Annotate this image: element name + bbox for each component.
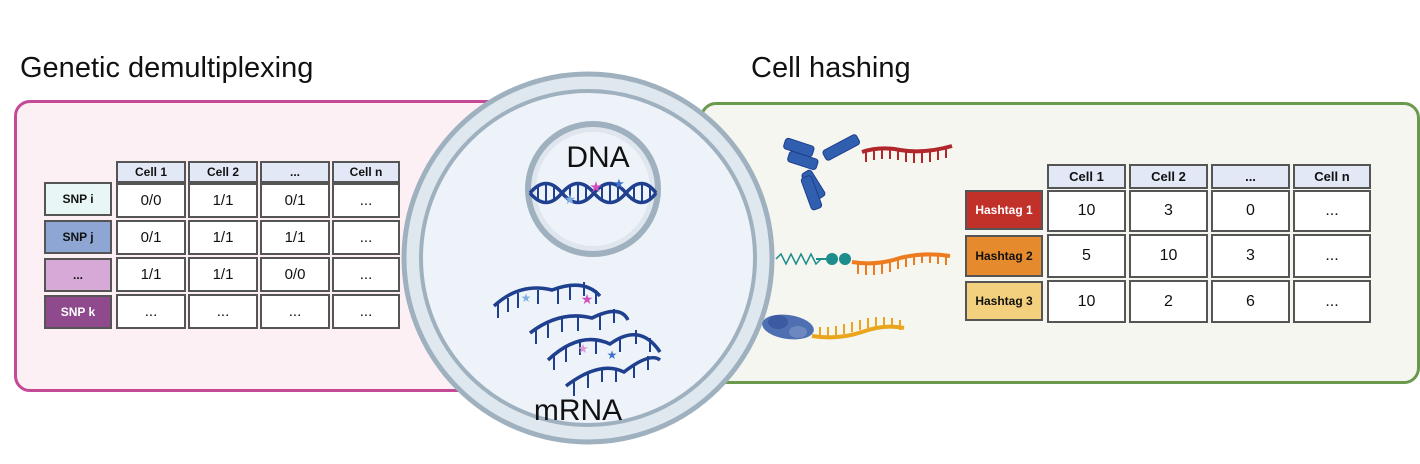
snp-star-icon: ★ xyxy=(521,291,532,305)
dna-label: DNA xyxy=(566,141,629,174)
snp-table-cell: 1/1 xyxy=(188,257,258,292)
snp-table-header-cell: Cell n xyxy=(332,161,400,183)
hashtag-table-cell: 3 xyxy=(1211,234,1290,278)
mrna-strands-icon xyxy=(492,283,662,388)
hashtag-table-cell: ... xyxy=(1293,190,1371,232)
snp-star-icon: ★ xyxy=(581,291,594,307)
snp-star-icon: ★ xyxy=(577,341,589,356)
mrna-label: mRNA xyxy=(534,394,622,427)
snp-row-label: SNP k xyxy=(44,295,112,329)
snp-table-cell: ... xyxy=(332,294,400,329)
lipid-anchor-icon xyxy=(775,252,851,266)
snp-row-label: SNP i xyxy=(44,182,112,216)
hashtag-row-label: Hashtag 2 xyxy=(965,235,1043,277)
nucleus-interior xyxy=(536,132,650,246)
hashtag-row-label: Hashtag 3 xyxy=(965,281,1043,321)
snp-table-cell: 1/1 xyxy=(116,257,186,292)
hashtag-table-cell: 10 xyxy=(1047,280,1126,323)
snp-table-header-cell: Cell 2 xyxy=(188,161,258,183)
hashtag-table-header-cell: Cell 1 xyxy=(1047,164,1126,189)
hashtag-table-cell: 0 xyxy=(1211,190,1290,232)
cell-inner-membrane xyxy=(419,89,757,427)
snp-star-icon: ★ xyxy=(564,191,577,207)
snp-row-label: ... xyxy=(44,258,112,292)
snp-table-header-cell: Cell 1 xyxy=(116,161,186,183)
snp-table-cell: ... xyxy=(188,294,258,329)
snp-star-icon: ★ xyxy=(589,179,602,196)
hashtag-table-cell: 2 xyxy=(1129,280,1208,323)
hashtag-oligo-gold-icon xyxy=(811,317,905,340)
snp-table-cell: 1/1 xyxy=(188,183,258,218)
hashtag-row-label: Hashtag 1 xyxy=(965,190,1043,230)
snp-row-label: SNP j xyxy=(44,220,112,254)
snp-table-cell: 0/0 xyxy=(116,183,186,218)
antibody-icon xyxy=(783,134,861,211)
snp-table-cell: 1/1 xyxy=(260,220,330,255)
snp-star-icon: ★ xyxy=(607,348,618,362)
membrane-protein-icon xyxy=(762,314,814,340)
snp-table-cell: 0/1 xyxy=(260,183,330,218)
snp-table-cell: ... xyxy=(332,220,400,255)
snp-table-cell: 1/1 xyxy=(188,220,258,255)
snp-table-header-cell: ... xyxy=(260,161,330,183)
hashtag-table-cell: ... xyxy=(1293,234,1371,278)
hashtag-table-header-cell: Cell 2 xyxy=(1129,164,1208,189)
hashtag-table-cell: ... xyxy=(1293,280,1371,323)
snp-table-cell: ... xyxy=(332,183,400,218)
snp-table-cell: 0/0 xyxy=(260,257,330,292)
hashtag-table-cell: 5 xyxy=(1047,234,1126,278)
snp-table-cell: ... xyxy=(332,257,400,292)
hashtag-table-cell: 10 xyxy=(1129,234,1208,278)
snp-table-cell: ... xyxy=(116,294,186,329)
dna-helix-icon xyxy=(528,181,658,205)
hashtag-table-header-cell: ... xyxy=(1211,164,1290,189)
cell-hashing-title: Cell hashing xyxy=(751,52,911,84)
snp-table-cell: 0/1 xyxy=(116,220,186,255)
hashtag-table-cell: 3 xyxy=(1129,190,1208,232)
snp-star-icon: ★ xyxy=(613,176,625,191)
hashtag-oligo-orange-icon xyxy=(851,252,951,275)
hashtag-table-header-cell: Cell n xyxy=(1293,164,1371,189)
hashtag-table-cell: 10 xyxy=(1047,190,1126,232)
mrna-bases xyxy=(497,282,651,396)
hashtag-table-cell: 6 xyxy=(1211,280,1290,323)
snp-table-cell: ... xyxy=(260,294,330,329)
hashtag-oligo-red-icon xyxy=(861,144,953,163)
genetic-demultiplexing-title: Genetic demultiplexing xyxy=(20,52,314,84)
